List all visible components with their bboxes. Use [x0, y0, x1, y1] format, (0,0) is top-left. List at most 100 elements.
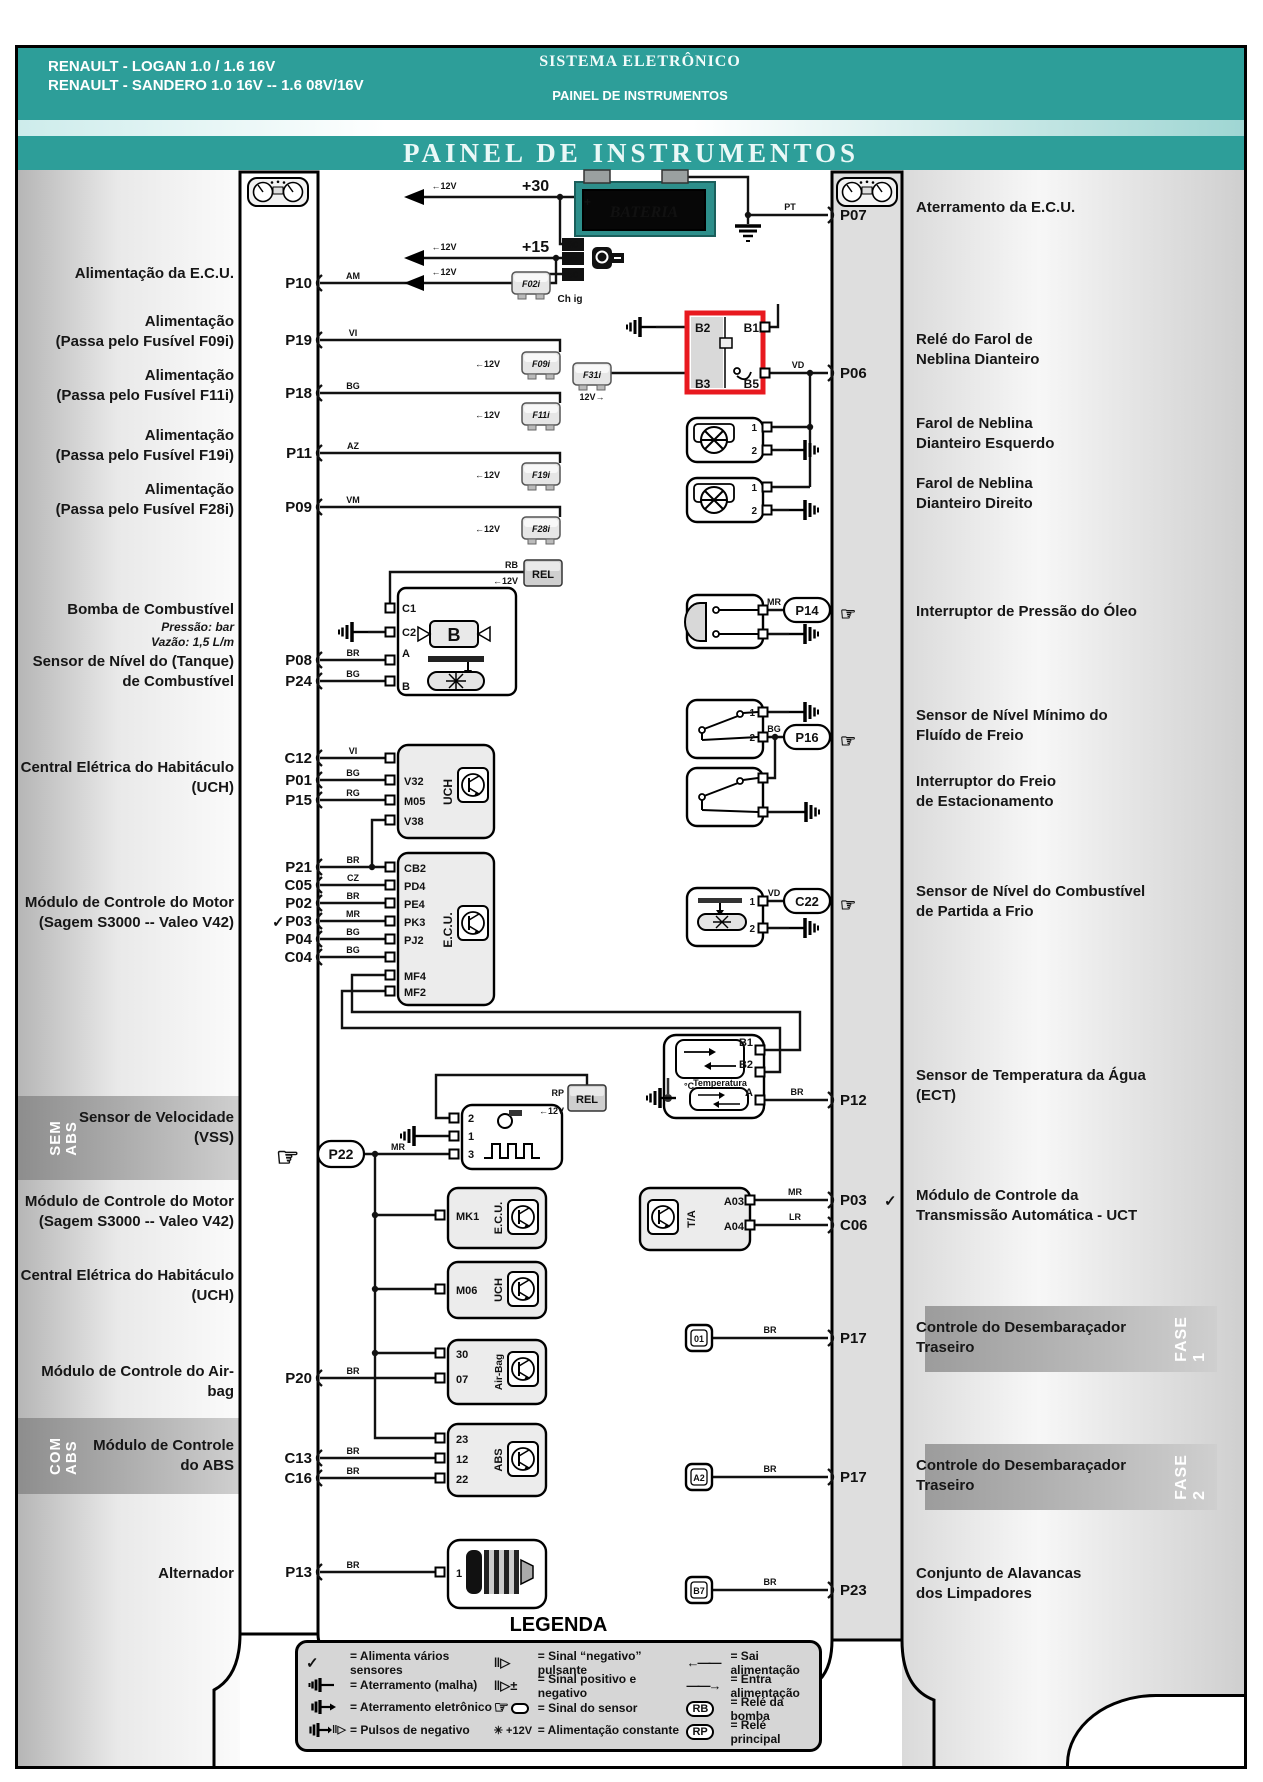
sensor-signal-icon: ☞	[494, 1698, 538, 1718]
pin-p23: P23	[840, 1582, 867, 1599]
legend-item: ‖▷= Sinal “negativo” pulsante	[494, 1649, 687, 1677]
label-text2: de Partida a Frio	[916, 903, 1034, 920]
cs-pin-2: 2	[749, 924, 755, 935]
transistor-icon	[507, 1199, 539, 1235]
bus-left-pin-labels: P10 P19 P18 P11 P09 P08 P24 C12 P01 P15 …	[272, 275, 313, 1581]
wire-vi: VI	[349, 328, 358, 338]
label-text: Controle do Desembaraçador	[916, 1457, 1127, 1474]
ground-mesh-icon	[306, 1676, 350, 1694]
rp-pill: RP	[686, 1723, 714, 1740]
wire-br2: BR	[347, 855, 360, 865]
airbag-module: 30 07 Air-Bag	[434, 1338, 548, 1406]
ecu-pin-mf2: MF2	[404, 987, 426, 999]
title-band	[18, 136, 1244, 170]
transistor-icon	[507, 1351, 539, 1387]
wire-cz: CZ	[347, 873, 359, 883]
bf-pin-1: 1	[749, 708, 755, 719]
wire-br3: BR	[347, 891, 360, 901]
legend-text: = Sinal do sensor	[537, 1701, 638, 1715]
m06-name: UCH	[493, 1278, 505, 1302]
bf-pin-2: 2	[749, 733, 755, 744]
lamp-pin-1: 1	[751, 423, 757, 434]
abs-module: 23 12 22 ABS	[434, 1422, 548, 1498]
legend-item: = Aterramento eletrônico	[306, 1696, 494, 1718]
brake-fluid-sensor: 1 2	[685, 698, 769, 760]
ecu-pin-pd4: PD4	[404, 881, 426, 893]
label-alim-f11: Alimentação(Passa pelo Fusível F11i)	[20, 366, 234, 406]
legend-item: ←——= Sai alimentação	[686, 1649, 811, 1677]
pump-motor-label: B	[448, 625, 461, 645]
pin-c04: C04	[284, 949, 312, 966]
legend-text: = Alimenta vários sensores	[350, 1648, 450, 1677]
legend-col-1: ✓= Alimenta vários sensores = Aterrament…	[306, 1648, 494, 1741]
v12-out-1: ←12V	[431, 181, 456, 191]
legend-text: = Entra alimentação	[730, 1671, 800, 1700]
plus30-label: +30	[522, 178, 549, 195]
oval-pin-c22: C22	[782, 887, 832, 915]
pin-p14: P14	[795, 603, 819, 618]
label-text: Alimentação	[144, 313, 234, 330]
pin-p17a: P17	[840, 1330, 867, 1347]
transistor-icon	[507, 1271, 539, 1307]
pin-p24: P24	[285, 673, 312, 690]
label-text: Bomba de Combustível	[67, 601, 234, 618]
label-airbag: Módulo de Controle do Air-bag	[20, 1362, 234, 1402]
ecu-pin-pk3: PK3	[404, 917, 425, 929]
box01-label: 01	[694, 1334, 704, 1344]
ect-sensor: °C Temperatura B1 B2 A	[662, 1033, 766, 1120]
uch-m06-module: M06 UCH	[434, 1260, 548, 1320]
wire-mr4: MR	[788, 1187, 802, 1197]
label-text2: Traseiro	[916, 1339, 975, 1356]
pin-p06: P06	[840, 365, 867, 382]
boxA2-label: A2	[693, 1473, 705, 1483]
pin-c06: C06	[840, 1217, 868, 1234]
label-alim-f28: Alimentação(Passa pelo Fusível F28i)	[20, 480, 234, 520]
label-text2: Dianteiro Esquerdo	[916, 435, 1055, 452]
v12-vss: ←12V	[539, 1106, 564, 1116]
pin-c05: C05	[284, 877, 312, 894]
legend-box: ✓= Alimenta vários sensores = Aterrament…	[295, 1640, 822, 1752]
ecu-mk1-module: MK1 E.C.U.	[434, 1186, 548, 1250]
vss-sensor: 2 1 3	[448, 1103, 564, 1171]
wire-rg: RG	[346, 788, 360, 798]
ignition-label: Ch ig	[558, 294, 583, 305]
pin-p18: P18	[285, 385, 312, 402]
battery-ground-icon	[733, 224, 763, 243]
ecu-pin-pj2: PJ2	[404, 935, 424, 947]
legend-item: ☞= Sinal do sensor	[494, 1697, 687, 1719]
pump-pin-a: A	[402, 648, 410, 660]
fuse-f02i: F02i	[522, 279, 541, 289]
pin-p09: P09	[285, 499, 312, 516]
label-text: Alimentação da E.C.U.	[74, 265, 234, 282]
ground-icon	[787, 498, 820, 522]
abs-pin-12: 12	[456, 1454, 468, 1466]
uch-module: V32 M05 V38 UCH	[384, 743, 496, 840]
transistor-icon	[507, 1441, 539, 1477]
legend-item: = Aterramento (malha)	[306, 1674, 494, 1696]
wire-bg2: BG	[346, 669, 360, 679]
oval-glyph	[511, 1702, 530, 1714]
wire-vd: VD	[792, 360, 805, 370]
bus-connector-arcs	[315, 206, 835, 1599]
wire-bg3: BG	[346, 768, 360, 778]
label-alim-f19: Alimentação(Passa pelo Fusível F19i)	[20, 426, 234, 466]
wire-br4: BR	[347, 1366, 360, 1376]
pin-p01: P01	[285, 772, 312, 789]
label-alim-ecu: Alimentação da E.C.U.	[20, 264, 234, 284]
fuse-f31i: F31i	[583, 370, 602, 380]
fuse-f19i: F19i	[532, 470, 551, 480]
gauge-cluster-icon	[836, 177, 898, 207]
mk1-pin: MK1	[456, 1211, 479, 1223]
ignition-switch: 30 15 50 Ch ig	[558, 238, 624, 305]
oil-pressure-switch	[684, 593, 769, 650]
fuse-f11i: F11i	[532, 410, 550, 420]
legend-text: = Relé da bomba	[730, 1694, 784, 1723]
label-text2: Transmissão Automática - UCT	[916, 1207, 1138, 1224]
v12-out-2: ←12V	[431, 242, 456, 252]
ecu-module: CB2 PD4 PE4 PK3 PJ2 MF4 MF2 E.C.U.	[384, 851, 496, 1007]
plus15-label: +15	[522, 239, 549, 256]
constant-supply-icon: ✳ +12V	[493, 1724, 533, 1737]
